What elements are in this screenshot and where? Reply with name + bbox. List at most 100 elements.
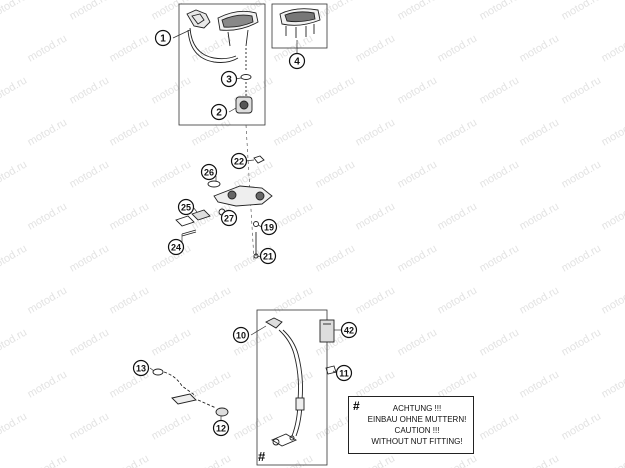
callout-22-label: 22 bbox=[234, 157, 244, 167]
callout-3-circle bbox=[220, 70, 238, 88]
watermark-text: motod.ru bbox=[26, 116, 70, 148]
watermark-text: motod.ru bbox=[0, 158, 29, 190]
watermark-text: motod.ru bbox=[478, 326, 522, 358]
watermark-text: motod.ru bbox=[478, 0, 522, 23]
callout-42-label: 42 bbox=[344, 326, 354, 336]
callout-2-label: 2 bbox=[216, 108, 222, 119]
callout-25: 25 bbox=[177, 198, 195, 216]
speedometer-unit-drawing bbox=[186, 9, 259, 63]
callout-27-label: 27 bbox=[224, 214, 234, 224]
watermark-text: motod.ru bbox=[68, 326, 112, 358]
callout-12: 12 bbox=[212, 419, 230, 437]
watermark-text: motod.ru bbox=[150, 0, 194, 23]
callout-12-circle bbox=[212, 419, 230, 437]
watermark-text: motod.ru bbox=[26, 368, 70, 400]
watermark-text: motod.ru bbox=[68, 410, 112, 442]
callout-4: 4 bbox=[288, 52, 306, 70]
watermark-text: motod.ru bbox=[478, 242, 522, 274]
watermark-text: motod.ru bbox=[0, 0, 29, 23]
callout-21: 21 bbox=[259, 247, 277, 265]
watermark-text: motod.ru bbox=[232, 410, 276, 442]
watermark-text: motod.ru bbox=[272, 200, 316, 232]
callout-4-label: 4 bbox=[294, 57, 300, 68]
watermark-text: motod.ru bbox=[436, 116, 480, 148]
watermark-text: motod.ru bbox=[518, 452, 562, 468]
watermark-text: motod.ru bbox=[150, 158, 194, 190]
callout-1-circle bbox=[154, 29, 172, 47]
watermark-text: motod.ru bbox=[518, 116, 562, 148]
watermark-text: motod.ru bbox=[0, 74, 29, 106]
callout-25-circle bbox=[177, 198, 195, 216]
watermark-text: motod.ru bbox=[354, 116, 398, 148]
hash-marker: # bbox=[258, 449, 266, 464]
callout-10-circle bbox=[232, 326, 250, 344]
watermark-text: motod.ru bbox=[600, 284, 625, 316]
callout-11-label: 11 bbox=[339, 369, 349, 379]
watermark-text: motod.ru bbox=[396, 158, 440, 190]
pickup-part-drawing bbox=[235, 82, 253, 114]
watermark-text: motod.ru bbox=[272, 452, 316, 468]
caution-note-box: # ACHTUNG !!! EINBAU OHNE MUTTERN! CAUTI… bbox=[348, 396, 474, 454]
watermark-text: motod.ru bbox=[478, 74, 522, 106]
bracket-assembly-drawing bbox=[175, 155, 273, 259]
callout-26: 26 bbox=[200, 163, 218, 181]
watermark-text: motod.ru bbox=[314, 158, 358, 190]
callout-11-circle bbox=[335, 364, 353, 382]
watermark-text: motod.ru bbox=[436, 284, 480, 316]
watermark-text: motod.ru bbox=[26, 452, 70, 468]
callout-19-circle bbox=[260, 218, 278, 236]
ring-part-drawing bbox=[240, 48, 252, 80]
callout-24: 24 bbox=[167, 238, 185, 256]
callout-42-circle bbox=[340, 321, 358, 339]
watermark-text: motod.ru bbox=[518, 200, 562, 232]
callout-24-circle bbox=[167, 238, 185, 256]
watermark-text: motod.ru bbox=[108, 452, 152, 468]
watermark-text: motod.ru bbox=[560, 74, 604, 106]
watermark-text: motod.ru bbox=[354, 200, 398, 232]
watermark-text: motod.ru bbox=[0, 410, 29, 442]
watermark-text: motod.ru bbox=[26, 284, 70, 316]
watermark-text: motod.ru bbox=[560, 410, 604, 442]
watermark-text: motod.ru bbox=[518, 284, 562, 316]
callout-21-label: 21 bbox=[263, 252, 273, 262]
watermark-text: motod.ru bbox=[150, 410, 194, 442]
callout-26-label: 26 bbox=[204, 168, 214, 178]
callout-27-circle bbox=[220, 209, 238, 227]
watermark-text: motod.ru bbox=[600, 452, 625, 468]
callout-25-label: 25 bbox=[181, 203, 191, 213]
watermark-text: motod.ru bbox=[272, 116, 316, 148]
watermark-text: motod.ru bbox=[518, 368, 562, 400]
speed-cable-drawing bbox=[152, 317, 337, 447]
callout-1-label: 1 bbox=[160, 34, 166, 45]
callout-22: 22 bbox=[230, 152, 248, 170]
callout-4-circle bbox=[288, 52, 306, 70]
watermark-text: motod.ru bbox=[314, 74, 358, 106]
callout-19-label: 19 bbox=[264, 223, 274, 233]
watermark-text: motod.ru bbox=[190, 452, 234, 468]
watermark-text: motod.ru bbox=[560, 0, 604, 23]
note-line-einbau: EINBAU OHNE MUTTERN! bbox=[367, 415, 467, 424]
watermark-text: motod.ru bbox=[436, 452, 480, 468]
watermark-text: motod.ru bbox=[354, 452, 398, 468]
watermark-text: motod.ru bbox=[396, 326, 440, 358]
callout-13-circle bbox=[132, 359, 150, 377]
watermark-text: motod.ru bbox=[68, 242, 112, 274]
callout-22-circle bbox=[230, 152, 248, 170]
callout-10-label: 10 bbox=[236, 331, 246, 341]
watermark-text: motod.ru bbox=[396, 242, 440, 274]
watermark-text: motod.ru bbox=[26, 32, 70, 64]
callout-3-label: 3 bbox=[226, 75, 232, 86]
callout-21-circle bbox=[259, 247, 277, 265]
callout-10: 10 bbox=[232, 326, 250, 344]
note-line-without-nut: WITHOUT NUT FITTING! bbox=[371, 437, 463, 446]
watermark-text: motod.ru bbox=[150, 74, 194, 106]
callout-26-circle bbox=[200, 163, 218, 181]
watermark-text: motod.ru bbox=[478, 410, 522, 442]
watermark-text: motod.ru bbox=[0, 242, 29, 274]
watermark-text: motod.ru bbox=[396, 74, 440, 106]
watermark-text: motod.ru bbox=[26, 200, 70, 232]
callout-3: 3 bbox=[220, 70, 238, 88]
